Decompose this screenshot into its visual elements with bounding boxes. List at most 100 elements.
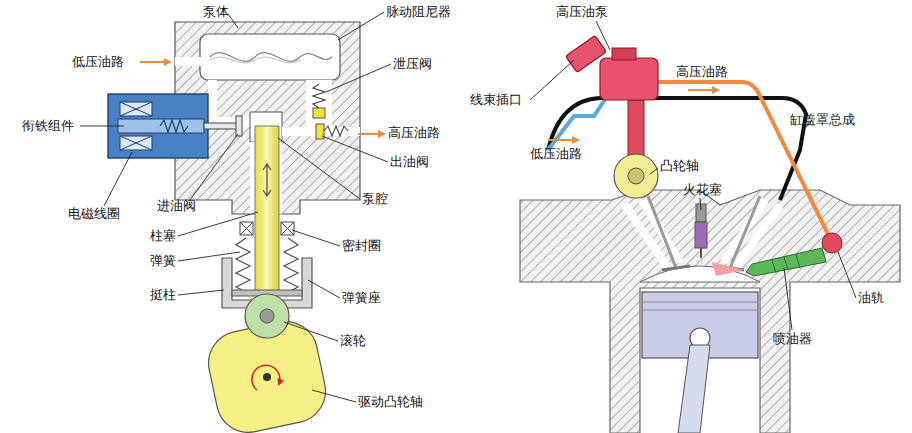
plunger xyxy=(255,126,279,297)
high-pressure-pump xyxy=(600,58,658,100)
low-pressure-pipe xyxy=(548,98,606,150)
part-label: 低压油路 xyxy=(530,146,582,162)
seal-ring xyxy=(281,222,294,235)
fuel-rail xyxy=(822,233,842,253)
engine-section xyxy=(648,196,676,268)
leader-line xyxy=(80,126,124,127)
engine-section xyxy=(730,196,760,268)
high-pressure-pipe xyxy=(655,82,828,234)
spring xyxy=(284,238,298,292)
leader-line xyxy=(326,64,391,92)
high-pressure-pump xyxy=(566,35,658,100)
part-label: 油轨 xyxy=(858,290,884,306)
pump-body xyxy=(200,34,340,80)
spring xyxy=(236,238,298,292)
piston xyxy=(642,292,758,433)
leader-line xyxy=(700,198,701,210)
part-label: 高压油泵 xyxy=(556,4,608,20)
part-label: 凸轮轴 xyxy=(660,158,699,174)
leader-line xyxy=(284,322,338,341)
leader-line xyxy=(322,136,388,162)
part-label: 高压油路 xyxy=(676,64,728,80)
flow-arrow xyxy=(548,139,578,141)
leader-line xyxy=(278,138,360,199)
injector xyxy=(746,248,826,276)
pump-body xyxy=(210,57,300,63)
camshaft xyxy=(628,100,644,156)
part-label: 弹簧座 xyxy=(342,290,381,306)
flow-arrow xyxy=(140,61,170,63)
cam-lobe xyxy=(263,373,271,381)
leader-line xyxy=(530,60,574,100)
high-pressure-pump xyxy=(566,35,607,72)
seal-ring xyxy=(240,222,253,235)
pump-body xyxy=(306,80,332,127)
leader-line xyxy=(650,168,658,174)
part-label: 泄压阀 xyxy=(393,56,432,72)
armature-assembly xyxy=(204,123,240,129)
seal-ring xyxy=(281,222,294,235)
leader-line xyxy=(190,134,238,200)
fuel-spray xyxy=(712,262,744,276)
seal-ring xyxy=(240,222,294,235)
cam-lobe xyxy=(252,365,280,390)
engine-section xyxy=(724,200,780,268)
roller xyxy=(260,309,274,323)
flow-arrow xyxy=(140,62,384,134)
part-label: 进油阀 xyxy=(157,198,196,214)
high-pressure-pump xyxy=(612,48,636,60)
flow-arrow xyxy=(548,90,718,140)
plunger xyxy=(255,126,279,297)
part-label: 泵体 xyxy=(203,4,229,20)
leader-line xyxy=(338,12,384,40)
leader-line xyxy=(596,21,610,50)
leader-line xyxy=(178,252,240,261)
armature-assembly xyxy=(120,136,152,150)
part-label: 线束插口 xyxy=(470,92,522,108)
armature-assembly xyxy=(120,102,152,116)
camshaft xyxy=(628,168,644,184)
part-label: 低压油路 xyxy=(72,54,124,70)
piston xyxy=(678,345,710,433)
pump-body xyxy=(210,53,332,62)
part-label: 脉动阻尼器 xyxy=(386,4,451,20)
leader-line xyxy=(292,230,340,246)
leader-line xyxy=(784,268,792,330)
plunger xyxy=(263,164,271,196)
armature-assembly xyxy=(160,120,188,132)
low-pressure-pipe xyxy=(548,98,606,150)
part-label: 火花塞 xyxy=(683,182,722,198)
part-label: 出油阀 xyxy=(390,154,429,170)
part-label: 喷油器 xyxy=(773,331,812,347)
high-pressure-pipe xyxy=(655,82,828,234)
part-label: 高压油路 xyxy=(388,125,440,141)
relief-valve xyxy=(313,84,325,108)
spark-plug xyxy=(695,222,707,248)
armature-assembly xyxy=(120,136,152,150)
spring xyxy=(236,238,250,292)
fuel-rail xyxy=(822,233,842,253)
roller xyxy=(245,294,289,338)
flow-arrow xyxy=(358,133,384,135)
injector xyxy=(746,248,826,276)
engine-section xyxy=(520,190,900,433)
leader-line xyxy=(104,152,132,206)
piston xyxy=(642,302,758,303)
flow-arrow xyxy=(688,89,718,91)
part-label: 驱动凸轮轴 xyxy=(358,394,423,410)
part-label: 泵腔 xyxy=(362,191,388,207)
spark-plug xyxy=(695,204,707,258)
leader-line xyxy=(312,390,356,402)
leader-line xyxy=(838,252,856,298)
part-label: 柱塞 xyxy=(150,228,176,244)
engine-section xyxy=(520,190,900,433)
armature-assembly xyxy=(108,94,242,158)
relief-valve xyxy=(313,84,325,118)
outlet-valve xyxy=(324,126,348,136)
armature-assembly xyxy=(236,116,242,136)
leader-line xyxy=(530,21,856,330)
relief-valve xyxy=(313,108,325,118)
part-label: 弹簧 xyxy=(150,253,176,269)
